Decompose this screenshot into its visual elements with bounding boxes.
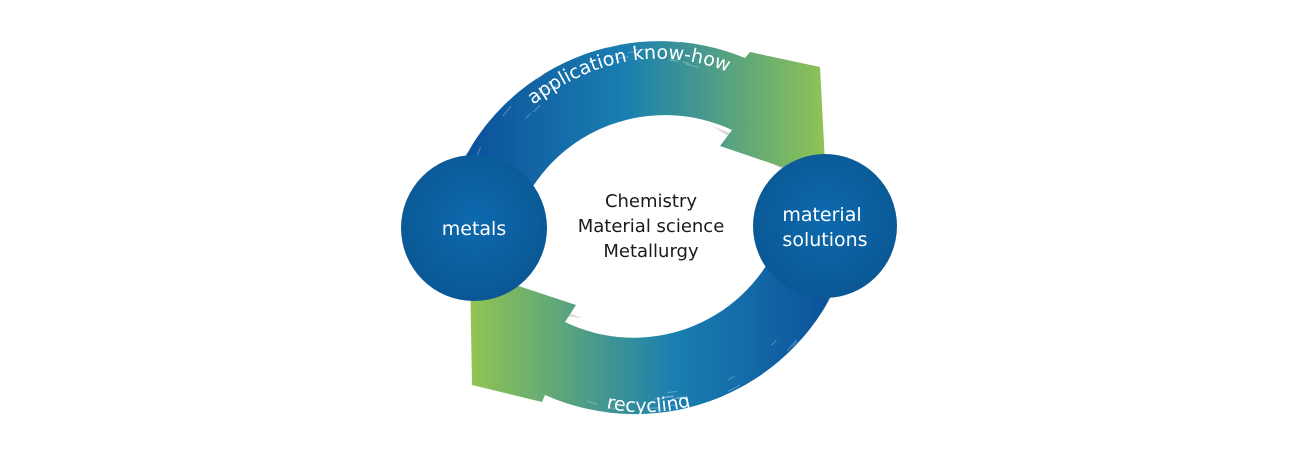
arrow-streak [587, 400, 598, 406]
bottom-arrow [470, 244, 843, 415]
arrow-streak [676, 396, 682, 399]
metals-node [401, 155, 547, 301]
arrow-streak [682, 61, 690, 64]
arrow-streak [663, 395, 675, 398]
arrow-streak [635, 48, 649, 51]
arrow-streak [792, 340, 798, 348]
arrow-streak [592, 413, 599, 417]
arrow-streak [522, 72, 533, 82]
arrow-streak [546, 61, 554, 67]
arrow-streak [503, 79, 512, 88]
arrow-streak [668, 30, 677, 33]
material-solutions-node-label: material solutions [782, 204, 867, 251]
center-line-1: Chemistry [605, 191, 697, 212]
arrow-streak [532, 50, 541, 56]
arrow-streak [628, 51, 635, 54]
arrow-streak [668, 59, 679, 62]
arrow-streak [662, 395, 674, 399]
arrow-streak [770, 339, 777, 346]
center-line-2: Material science [578, 216, 725, 237]
arrow-streak [690, 17, 707, 23]
arrow-streak [670, 404, 677, 407]
arrow-streak [486, 98, 497, 112]
center-line-3: Metallurgy [603, 241, 699, 262]
arrow-streak [608, 406, 620, 411]
arrow-streak [594, 428, 606, 433]
arrow-streak [720, 406, 731, 412]
arrow-streak [786, 339, 797, 352]
arrow-streak [502, 105, 512, 117]
arrow-streak [667, 390, 677, 394]
arrow-streak [671, 426, 686, 430]
arrow-streak [739, 387, 752, 396]
arrow-streak [836, 302, 841, 310]
arrow-streak [774, 377, 781, 383]
arrow-streak [685, 63, 699, 68]
arrow-streak [539, 86, 549, 94]
metals-node-label: metals [442, 218, 506, 240]
arrow-streak [592, 417, 599, 421]
arrow-streak [547, 83, 560, 92]
arrow-streak [522, 50, 530, 58]
arrow-streak [672, 396, 686, 400]
arrow-streak [617, 56, 630, 60]
arrow-streak [479, 101, 484, 108]
arrow-streak [534, 69, 547, 78]
arrow-streak [718, 411, 734, 419]
arrow-streak [536, 73, 544, 80]
arrow-streak [668, 40, 680, 43]
material-solutions-node [753, 154, 897, 298]
arrow-streak [727, 375, 735, 381]
arrow-streak [467, 144, 473, 153]
arrow-streak [525, 112, 532, 120]
arrow-streak [779, 382, 792, 394]
arrow-streak [532, 89, 543, 98]
arrow-streak [490, 79, 499, 89]
arrow-streak [693, 422, 702, 426]
top-arrow [455, 41, 826, 208]
arrow-streak [606, 414, 620, 419]
arrow-streak [569, 53, 576, 58]
arrow-streak [790, 371, 799, 379]
arrow-streak [692, 434, 702, 438]
arrow-streak [727, 384, 741, 392]
top-arrow-streaks [460, 17, 707, 172]
arrow-streak [776, 389, 787, 398]
arrow-streak [543, 80, 553, 88]
arrow-streak [491, 102, 498, 110]
arrow-streak [589, 31, 602, 36]
arrow-streak [607, 44, 619, 49]
arrow-streak [606, 54, 614, 58]
arrow-streak [532, 104, 541, 113]
arrow-streak [464, 132, 469, 139]
arrow-streak [506, 94, 513, 101]
